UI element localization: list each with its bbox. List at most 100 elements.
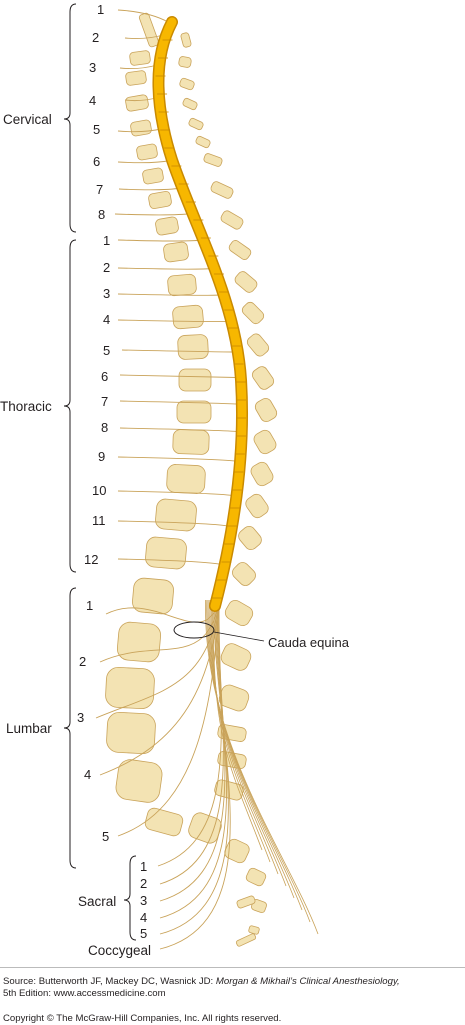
spinous-process bbox=[203, 153, 223, 167]
spinal-nerve bbox=[117, 293, 221, 296]
vertebral-body bbox=[105, 666, 155, 710]
spinal-nerve bbox=[117, 520, 229, 527]
nerve-label-lumbar-2: 2 bbox=[79, 654, 86, 669]
spinal-nerve bbox=[119, 400, 238, 405]
vertebral-body bbox=[167, 273, 197, 297]
group-label-lumbar: Lumbar bbox=[6, 721, 52, 736]
spinous-process bbox=[254, 398, 278, 422]
spinal-nerve bbox=[117, 456, 236, 462]
vertebral-body bbox=[224, 838, 250, 864]
vertebral-body bbox=[138, 12, 160, 48]
nerve-label-lumbar-5: 5 bbox=[102, 829, 109, 844]
nerve-label-sacral-1: 1 bbox=[140, 859, 147, 874]
nerve-label-thoracic-6: 6 bbox=[101, 369, 108, 384]
spinal-nerve bbox=[114, 213, 192, 216]
spinal-nerve bbox=[117, 319, 229, 323]
nerve-label-cervical-5: 5 bbox=[93, 122, 100, 137]
nerve-label-cervical-6: 6 bbox=[93, 154, 100, 169]
spinous-process bbox=[195, 135, 211, 149]
spinal-nerve bbox=[117, 160, 171, 164]
vertebral-body bbox=[178, 368, 212, 392]
nerve-label-cervical-4: 4 bbox=[89, 93, 96, 108]
source-edition: 5th Edition: www.accessmedicine.com bbox=[3, 988, 166, 999]
spinous-process bbox=[188, 117, 204, 131]
cauda-equina-leader bbox=[213, 631, 265, 642]
nerve-label-lumbar-1: 1 bbox=[86, 598, 93, 613]
nerve-label-cervical-7: 7 bbox=[96, 182, 103, 197]
spinal-nerve bbox=[117, 267, 214, 270]
vertebral-body bbox=[155, 216, 179, 236]
spinous-process bbox=[251, 366, 275, 390]
bracket-thoracic bbox=[63, 239, 77, 573]
group-label-cervical: Cervical bbox=[3, 112, 52, 127]
vertebral-body bbox=[172, 304, 204, 330]
vertebral-body bbox=[163, 241, 189, 263]
vertebral-body bbox=[142, 167, 164, 185]
vertebral-body bbox=[148, 191, 172, 209]
group-label-thoracic: Thoracic bbox=[0, 399, 52, 414]
cauda-equina-strand bbox=[213, 599, 263, 851]
nerve-label-cervical-3: 3 bbox=[89, 60, 96, 75]
nerve-label-thoracic-11: 11 bbox=[92, 513, 106, 528]
nerve-label-lumbar-3: 3 bbox=[77, 710, 84, 725]
caption-divider bbox=[0, 967, 465, 968]
bracket-sacral bbox=[123, 855, 137, 941]
spinous-process bbox=[220, 210, 244, 230]
nerve-label-thoracic-9: 9 bbox=[98, 449, 105, 464]
spinous-process bbox=[235, 933, 257, 947]
spinous-process bbox=[179, 77, 195, 91]
nerve-label-thoracic-5: 5 bbox=[103, 343, 110, 358]
cauda-equina-strand bbox=[212, 599, 271, 863]
nerve-label-thoracic-1: 1 bbox=[103, 233, 110, 248]
nerve-label-cervical-1: 1 bbox=[97, 2, 104, 17]
vertebral-body bbox=[125, 70, 147, 86]
cauda-equina-label: Cauda equina bbox=[268, 635, 350, 650]
vertebrae bbox=[105, 12, 278, 947]
nerve-label-lumbar-4: 4 bbox=[84, 767, 91, 782]
vertebral-body bbox=[129, 50, 151, 66]
spinous-process bbox=[232, 562, 256, 586]
group-label-coccygeal: Coccygeal bbox=[88, 943, 151, 958]
group-label-sacral: Sacral bbox=[78, 894, 116, 909]
vertebral-body bbox=[155, 498, 197, 532]
cauda-equina-strand bbox=[207, 599, 303, 911]
spinal-cord bbox=[152, 16, 249, 612]
nerve-label-thoracic-4: 4 bbox=[103, 312, 110, 327]
spinous-process bbox=[236, 895, 256, 909]
spinous-process bbox=[250, 461, 274, 487]
nerve-label-cervical-2: 2 bbox=[92, 30, 99, 45]
spinal-nerve bbox=[118, 187, 182, 191]
cauda-equina-strand bbox=[209, 599, 287, 887]
nerve-label-thoracic-12: 12 bbox=[84, 552, 98, 567]
vertebral-body bbox=[145, 536, 187, 570]
spinal-nerve bbox=[117, 9, 169, 23]
spinal-nerve bbox=[159, 599, 231, 950]
cauda-equina-marker bbox=[173, 621, 215, 639]
vertebral-body bbox=[144, 807, 184, 837]
vertebral-body bbox=[245, 867, 267, 887]
source-caption: Source: Butterworth JF, Mackey DC, Wasni… bbox=[3, 976, 400, 988]
vertebral-body bbox=[166, 464, 206, 494]
cauda-equina-strand bbox=[206, 599, 311, 923]
spinous-process bbox=[241, 301, 265, 325]
spinous-process bbox=[182, 97, 198, 111]
nerve-label-sacral-4: 4 bbox=[140, 910, 147, 925]
cauda-equina-strand bbox=[208, 599, 295, 899]
cauda-equina-strand bbox=[205, 599, 319, 935]
spinal-nerve bbox=[159, 591, 227, 919]
vertebral-body bbox=[132, 577, 174, 615]
vertebral-body bbox=[177, 334, 209, 360]
vertebral-body bbox=[125, 94, 149, 112]
spinal-nerve bbox=[157, 579, 222, 867]
spinal-nerve bbox=[119, 427, 238, 432]
source-title: Morgan & Mikhail’s Clinical Anesthesiolo… bbox=[215, 976, 400, 987]
nerve-label-sacral-3: 3 bbox=[140, 893, 147, 908]
spinal-nerve bbox=[159, 587, 226, 902]
vertebral-body bbox=[248, 925, 260, 935]
region-brackets bbox=[63, 3, 137, 941]
spinal-nerve bbox=[159, 595, 229, 935]
spinal-nerve bbox=[119, 64, 158, 70]
spinal-nerve bbox=[117, 558, 222, 565]
